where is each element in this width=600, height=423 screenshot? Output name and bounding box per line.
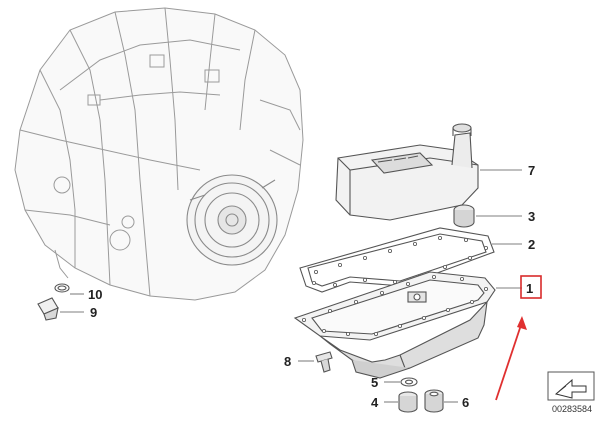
callout-10: 10 (88, 287, 102, 302)
bolt-hole (412, 241, 417, 246)
bolt-hole (311, 280, 316, 285)
bolt-hole (483, 245, 488, 250)
bolt-hole (431, 274, 436, 279)
callout-8: 8 (284, 354, 291, 369)
callout-4: 4 (371, 395, 379, 410)
bolt-hole (463, 237, 468, 242)
pointer-arrow-icon (495, 316, 527, 401)
callout-6: 6 (462, 395, 469, 410)
screw-plug-icon (424, 389, 444, 413)
bolt-hole (301, 317, 306, 322)
seal-ring-icon (54, 283, 70, 293)
bolt-hole (469, 299, 474, 304)
bolt-hole (442, 264, 447, 269)
gasket-holes (311, 235, 488, 287)
oil-pan-flange-holes (301, 274, 488, 336)
bolt-hole (345, 331, 350, 336)
bolt-hole (337, 262, 342, 267)
bolt-hole (405, 281, 410, 286)
callout-1: 1 (526, 281, 533, 296)
plug-icon (37, 297, 59, 321)
bolt-hole (313, 269, 318, 274)
bolt-hole (445, 307, 450, 312)
callout-9: 9 (90, 305, 97, 320)
oil-pan-icon (293, 271, 496, 379)
bell-housing-icon (186, 174, 278, 266)
bolt-hole (397, 323, 402, 328)
bolt-icon (315, 351, 333, 373)
bolt-hole (379, 290, 384, 295)
bolt-hole (387, 248, 392, 253)
bolt-hole (467, 255, 472, 260)
bolt-hole (362, 277, 367, 282)
bolt-hole (332, 282, 337, 287)
oil-filter-icon (335, 123, 479, 221)
seal-icon (453, 204, 475, 228)
bolt-hole (362, 255, 367, 260)
callout-5: 5 (371, 375, 378, 390)
bolt-hole (321, 328, 326, 333)
bolt-hole (483, 286, 488, 291)
transmission-housing-icon (14, 7, 304, 301)
bolt-hole (421, 315, 426, 320)
highlight-box-1 (520, 275, 542, 299)
callout-7: 7 (528, 163, 535, 178)
catalog-symbol-icon (547, 371, 595, 401)
drain-plug-icon (398, 391, 418, 413)
callout-3: 3 (528, 209, 535, 224)
bolt-hole (373, 331, 378, 336)
callout-2: 2 (528, 237, 535, 252)
washer-icon (400, 377, 418, 387)
bolt-hole (327, 308, 332, 313)
bolt-hole (437, 235, 442, 240)
doc-number: 00283584 (552, 404, 592, 414)
bolt-hole (353, 299, 358, 304)
bolt-hole (459, 276, 464, 281)
